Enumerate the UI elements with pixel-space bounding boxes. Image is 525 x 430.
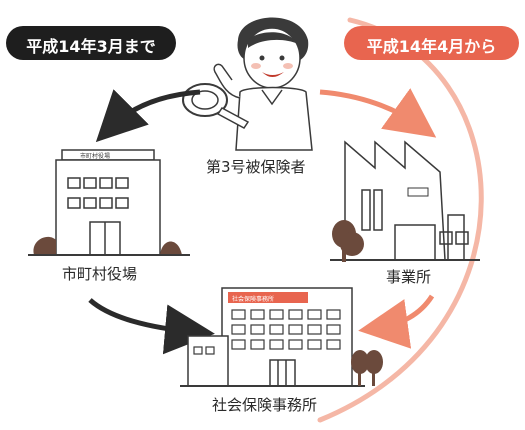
office-window — [250, 324, 265, 335]
factory-icon — [330, 140, 480, 261]
office-window — [269, 324, 284, 335]
office-window — [288, 324, 303, 335]
office-window — [269, 339, 284, 350]
office-window — [231, 309, 246, 320]
office-window — [326, 339, 341, 350]
office-window — [307, 339, 322, 350]
government-building-icon — [28, 149, 190, 256]
office-window — [288, 339, 303, 350]
social-insurance-office-label: 社会保険事務所 — [212, 396, 318, 414]
new-flow-arrow-top — [319, 88, 437, 138]
old-flow-arrow-top — [95, 89, 201, 143]
office-window — [231, 324, 246, 335]
office-window — [326, 324, 341, 335]
tree-icon — [351, 350, 383, 386]
city-office-label: 市町村役場 — [62, 265, 138, 283]
insured-person-label: 第3号被保険者 — [206, 158, 306, 176]
new-flow-arrow-bottom — [358, 294, 435, 349]
office-window — [288, 309, 303, 320]
old-flow-arrow-bottom — [88, 298, 215, 355]
tree-icon — [332, 220, 364, 262]
office-window — [307, 324, 322, 335]
before-badge-shape — [6, 26, 176, 60]
office-window — [250, 339, 265, 350]
office-window — [231, 339, 246, 350]
social-insurance-sign: 社会保険事務所 — [232, 296, 275, 303]
office-window — [250, 309, 265, 320]
workplace-label: 事業所 — [386, 268, 432, 286]
person-with-seal-icon — [182, 17, 313, 151]
office-building-icon — [180, 287, 365, 387]
office-window — [326, 309, 341, 320]
before-badge: 平成14年3月まで — [26, 37, 156, 56]
city-office-sign: 市町村役場 — [80, 153, 111, 160]
office-window — [269, 309, 284, 320]
after-badge: 平成14年4月から — [366, 37, 497, 56]
after-badge-shape — [344, 26, 519, 60]
office-window — [307, 309, 322, 320]
